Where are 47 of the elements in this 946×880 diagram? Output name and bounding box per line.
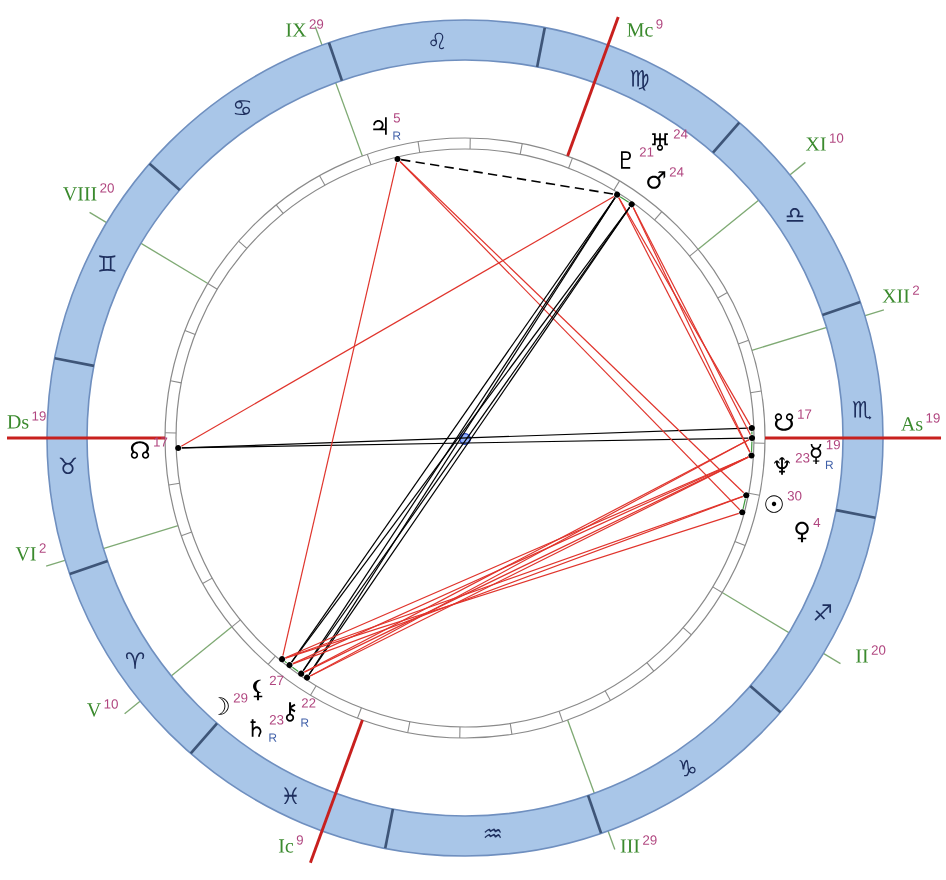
- sign-glyph: ♌: [430, 32, 445, 50]
- sign-glyph: ♈: [125, 652, 145, 669]
- planet-glyph: ♆: [774, 457, 790, 475]
- planet-glyph: ☋: [774, 413, 794, 431]
- planet-glyph: ☊: [130, 441, 150, 459]
- sign-glyph: ♎: [786, 208, 804, 222]
- sign-glyph: ♍: [630, 69, 649, 91]
- aspect-line: [291, 666, 299, 673]
- aspect-line: [282, 161, 398, 657]
- planet-glyph: ☿: [810, 444, 822, 464]
- sign-glyph: ♉: [59, 457, 77, 475]
- aspect-line: [751, 431, 753, 435]
- planet-glyph: ⚷: [285, 702, 296, 722]
- house-label: VIII: [63, 187, 97, 201]
- house-label: XI: [805, 137, 826, 151]
- planet-glyph: ♂: [647, 171, 666, 189]
- aspect-line: [400, 158, 615, 195]
- aspect-line: [181, 437, 749, 449]
- sign-glyph: ♑: [679, 759, 696, 777]
- sign-glyph: ♋: [234, 100, 251, 116]
- house-label: IX: [286, 23, 307, 37]
- sign-glyph: ♓: [283, 787, 298, 804]
- planet-glyph: ♀: [795, 521, 809, 543]
- sign-glyph: ♊: [99, 255, 116, 272]
- planet-glyph: ♄: [250, 719, 262, 737]
- planet-glyph: ♅: [652, 133, 668, 151]
- aspect-line: [619, 196, 630, 203]
- house-label: VI: [15, 547, 36, 561]
- planet-glyph: ♇: [621, 151, 631, 169]
- sign-glyph: ♏: [852, 400, 872, 420]
- axis-label: Mc: [627, 23, 653, 37]
- aspect-line: [751, 441, 753, 453]
- axis-label: As: [901, 417, 923, 431]
- aspect-line: [742, 498, 746, 510]
- planet-glyph: ⚸: [253, 679, 263, 701]
- axis-label: Ds: [7, 415, 29, 429]
- house-label: III: [620, 839, 640, 853]
- planet-glyph: ♃: [373, 117, 387, 135]
- planet-glyph: ☽: [217, 697, 229, 715]
- aspect-line: [180, 195, 615, 447]
- house-label: V: [87, 703, 101, 717]
- sign-glyph: ♐: [814, 604, 831, 621]
- house-label: II: [856, 649, 868, 663]
- house-label: XII: [882, 289, 910, 303]
- sign-glyph: ♒: [484, 828, 501, 839]
- axis-label: Ic: [278, 839, 294, 853]
- planet-glyph: ☉: [765, 495, 783, 513]
